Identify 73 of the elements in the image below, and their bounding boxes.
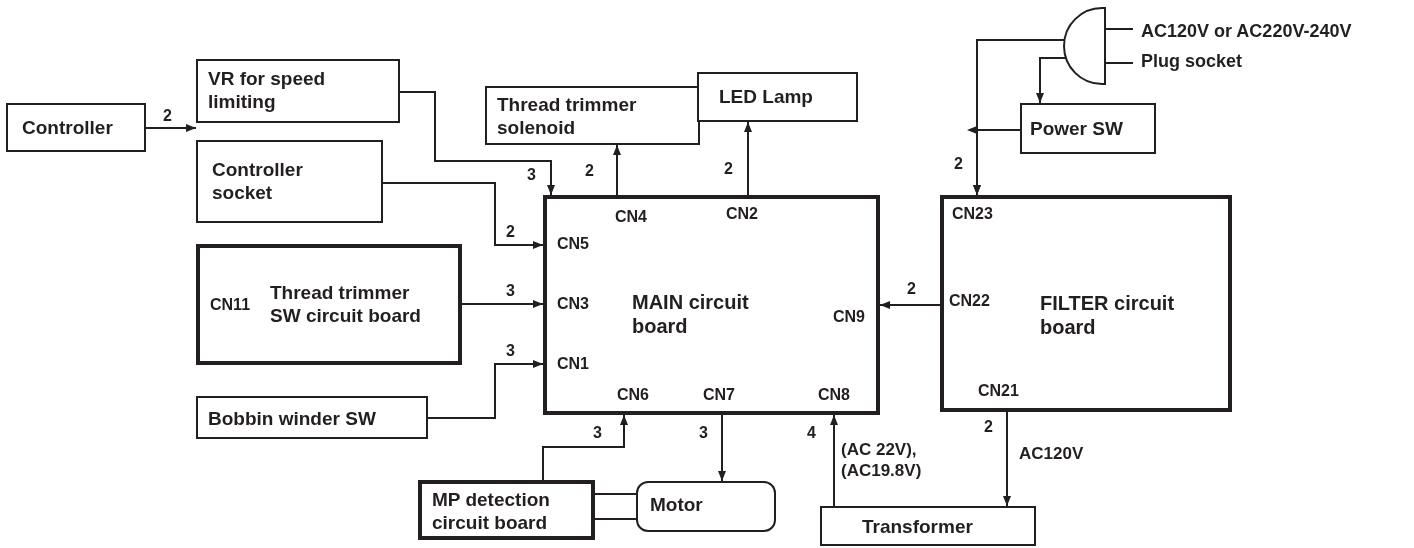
connector-label: CN7 <box>703 387 735 403</box>
wire-count: 2 <box>584 163 595 179</box>
connector-label: CN9 <box>833 309 865 325</box>
wire-arrow <box>718 414 726 482</box>
component-box <box>697 72 858 122</box>
circuit-board-box <box>196 244 462 365</box>
wire-arrow <box>879 301 941 309</box>
connector-label: CN3 <box>557 296 589 312</box>
wire-arrow <box>461 300 544 308</box>
component-box <box>196 140 383 223</box>
wire-arrow <box>145 124 197 132</box>
motor-box <box>636 481 776 532</box>
wire-count: 3 <box>526 167 537 183</box>
circuit-board-box <box>418 480 595 540</box>
connector-label: CN22 <box>949 293 990 309</box>
box-label: Bobbin winder SW <box>208 408 376 431</box>
box-label: Controller socket <box>212 159 304 205</box>
circuit-board-box <box>543 195 880 415</box>
wire-count: 2 <box>723 161 734 177</box>
plug-label: AC120V or AC220V-240V <box>1141 20 1352 43</box>
box-label: VR for speed limiting <box>208 68 327 114</box>
wire-count: 2 <box>953 156 964 172</box>
voltage-label: AC120V <box>1019 443 1084 465</box>
plug-symbol <box>1062 6 1134 86</box>
box-label: Thread trimmer solenoid <box>497 94 638 140</box>
box-label: MAIN circuit board <box>632 290 750 338</box>
wire-count: 2 <box>983 419 994 435</box>
component-box <box>196 396 428 439</box>
wire-arrow <box>967 126 1021 196</box>
connector-label: CN11 <box>210 297 251 313</box>
wire-arrow <box>744 121 752 196</box>
circuit-board-box <box>940 195 1232 412</box>
box-label: Motor <box>650 494 703 517</box>
connector-label: CN6 <box>617 387 649 403</box>
wire-count: 2 <box>906 281 917 297</box>
component-box <box>196 59 400 123</box>
wire-arrow <box>830 414 838 507</box>
connector-label: CN23 <box>952 206 993 222</box>
wire-line <box>594 518 637 520</box>
connector-label: CN8 <box>818 387 850 403</box>
box-label: Thread trimmer SW circuit board <box>270 282 422 328</box>
wire-arrow <box>613 144 621 196</box>
box-label: MP detection circuit board <box>432 489 551 535</box>
connector-label: CN21 <box>978 383 1019 399</box>
wire-count: 3 <box>698 425 709 441</box>
wire-count: 3 <box>505 283 516 299</box>
connector-label: CN5 <box>557 236 589 252</box>
wire-arrow <box>427 360 544 419</box>
component-box <box>485 86 700 145</box>
box-label: Power SW <box>1030 118 1123 141</box>
wire-count: 2 <box>505 224 516 240</box>
box-label: LED Lamp <box>719 86 813 109</box>
component-box <box>820 506 1036 546</box>
box-label: FILTER circuit board <box>1040 291 1176 339</box>
component-box <box>6 103 146 152</box>
wire-arrow <box>382 182 544 249</box>
voltage-label: (AC 22V), (AC19.8V) <box>841 439 923 482</box>
connector-label: CN2 <box>726 206 758 222</box>
component-box <box>1020 103 1156 154</box>
wire-line <box>594 493 637 495</box>
wire-count: 3 <box>505 343 516 359</box>
wire-count: 3 <box>592 425 603 441</box>
wire-arrow <box>1036 57 1067 104</box>
wire-arrow <box>399 91 555 196</box>
box-label: Controller <box>22 117 113 140</box>
wire-arrow <box>542 414 628 481</box>
plug-label: Plug socket <box>1141 50 1243 73</box>
box-label: Transformer <box>862 516 973 539</box>
wire-count: 4 <box>806 425 817 441</box>
wire-arrow <box>1003 411 1011 507</box>
connector-label: CN1 <box>557 356 589 372</box>
connector-label: CN4 <box>615 209 647 225</box>
wire-count: 2 <box>162 108 173 124</box>
